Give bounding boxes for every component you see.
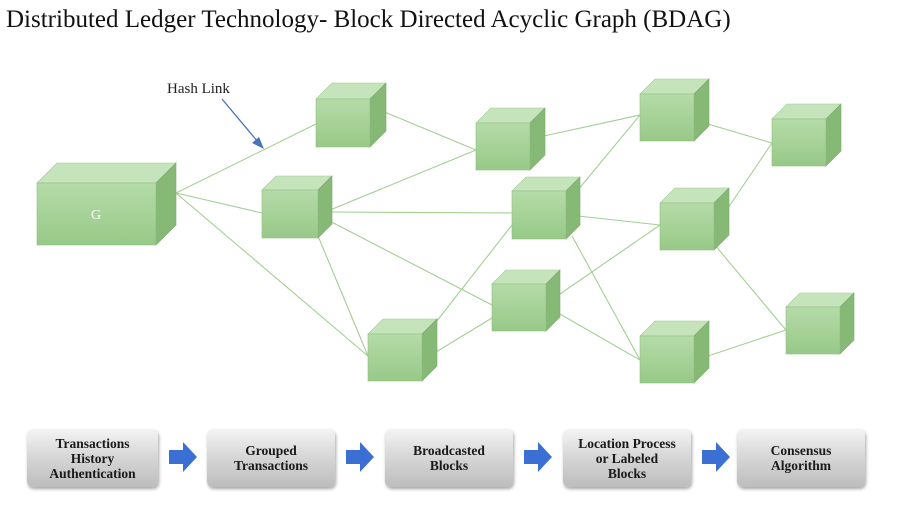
edge-b2-b5 [317, 214, 493, 306]
block-11 [785, 292, 855, 355]
block-1 [315, 82, 387, 148]
block-9 [639, 320, 710, 384]
block-4 [511, 176, 581, 240]
edge-b3-b7 [543, 114, 641, 137]
right-arrow-icon [524, 442, 552, 472]
block-2 [261, 175, 333, 239]
block-7 [639, 78, 710, 142]
edge-b4-b7 [577, 114, 641, 191]
edge-b7-b10 [707, 123, 773, 144]
block-6 [367, 318, 438, 382]
edge-g-b1 [175, 123, 317, 194]
step-consensus-algorithm: Consensus Algorithm [737, 429, 865, 487]
genesis-label: G [91, 208, 101, 223]
block-5 [491, 269, 561, 332]
hash-link-pointer [221, 98, 259, 143]
block-8 [659, 187, 730, 251]
block-3 [475, 107, 546, 171]
step-transactions-history-authentication: Transactions History Authentication [27, 429, 158, 487]
edge-b5-b8 [559, 224, 661, 295]
hash-link-arrowhead-icon [252, 137, 264, 149]
edge-b9-b11 [707, 329, 787, 357]
right-arrow-icon [346, 442, 374, 472]
diagram-title: Distributed Ledger Technology- Block Dir… [6, 6, 731, 33]
right-arrow-icon [702, 442, 730, 472]
blocks [36, 78, 855, 384]
edge-b8-b11 [713, 243, 787, 331]
edge-b5-b9 [545, 305, 641, 361]
edge-g-b6 [175, 192, 369, 357]
edge-b6-b5 [435, 317, 493, 353]
edge-b1-b3 [369, 105, 477, 151]
hash-link-label: Hash Link [167, 81, 230, 97]
edge-b4-b8 [577, 215, 661, 226]
edge-b2-b3 [329, 149, 477, 211]
step-location-process-labeled-blocks: Location Process or Labeled Blocks [563, 429, 691, 487]
genesis-block [36, 162, 177, 246]
bdag-diagram: Hash Link G [36, 78, 855, 384]
edge-b8-b10 [727, 142, 773, 209]
edge-b4-b9 [571, 235, 641, 361]
right-arrow-icon [169, 442, 197, 472]
step-grouped-transactions: Grouped Transactions [207, 429, 335, 487]
edge-g-b2 [175, 192, 263, 214]
edge-b2-b4 [329, 211, 513, 214]
step-broadcasted-blocks: Broadcasted Blocks [385, 429, 513, 487]
edge-b2-b6 [317, 235, 369, 357]
block-10 [771, 103, 842, 167]
